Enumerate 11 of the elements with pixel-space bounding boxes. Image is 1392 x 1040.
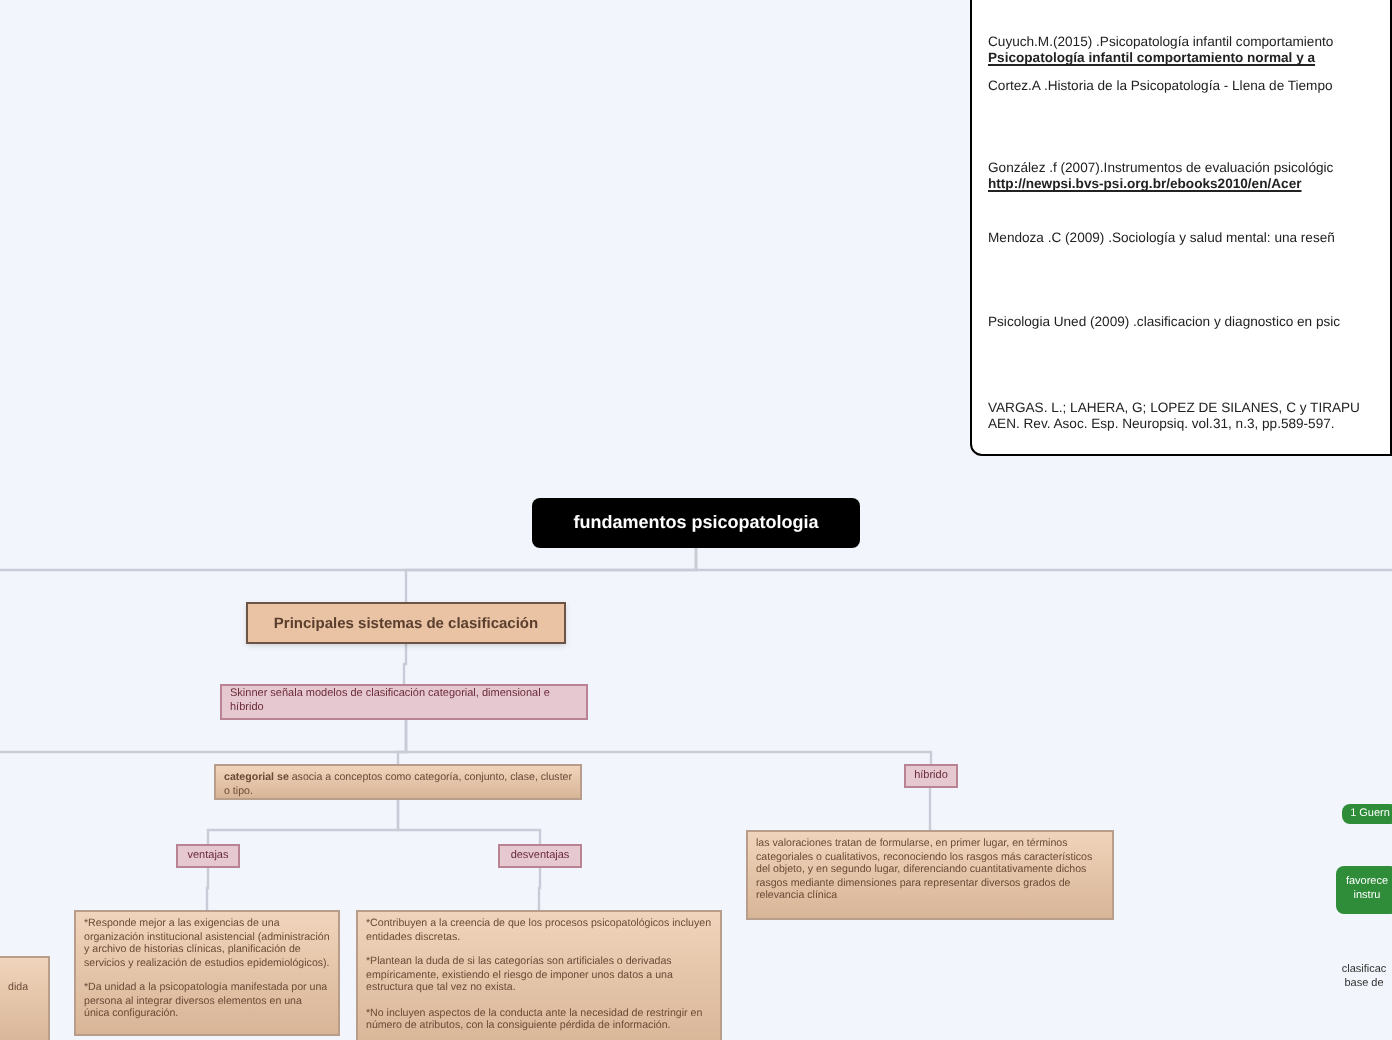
connector-line — [928, 788, 932, 830]
connector-line — [537, 868, 542, 910]
references-panel — [970, 0, 1392, 456]
note-box — [356, 910, 722, 1040]
connector-line — [205, 868, 210, 910]
connector-line — [0, 720, 408, 754]
connector-line — [396, 800, 542, 844]
root-topic: fundamentos psicopatologia — [532, 498, 860, 548]
note-box — [74, 910, 340, 1036]
connector-line — [694, 548, 1392, 572]
connector-line — [402, 644, 408, 684]
